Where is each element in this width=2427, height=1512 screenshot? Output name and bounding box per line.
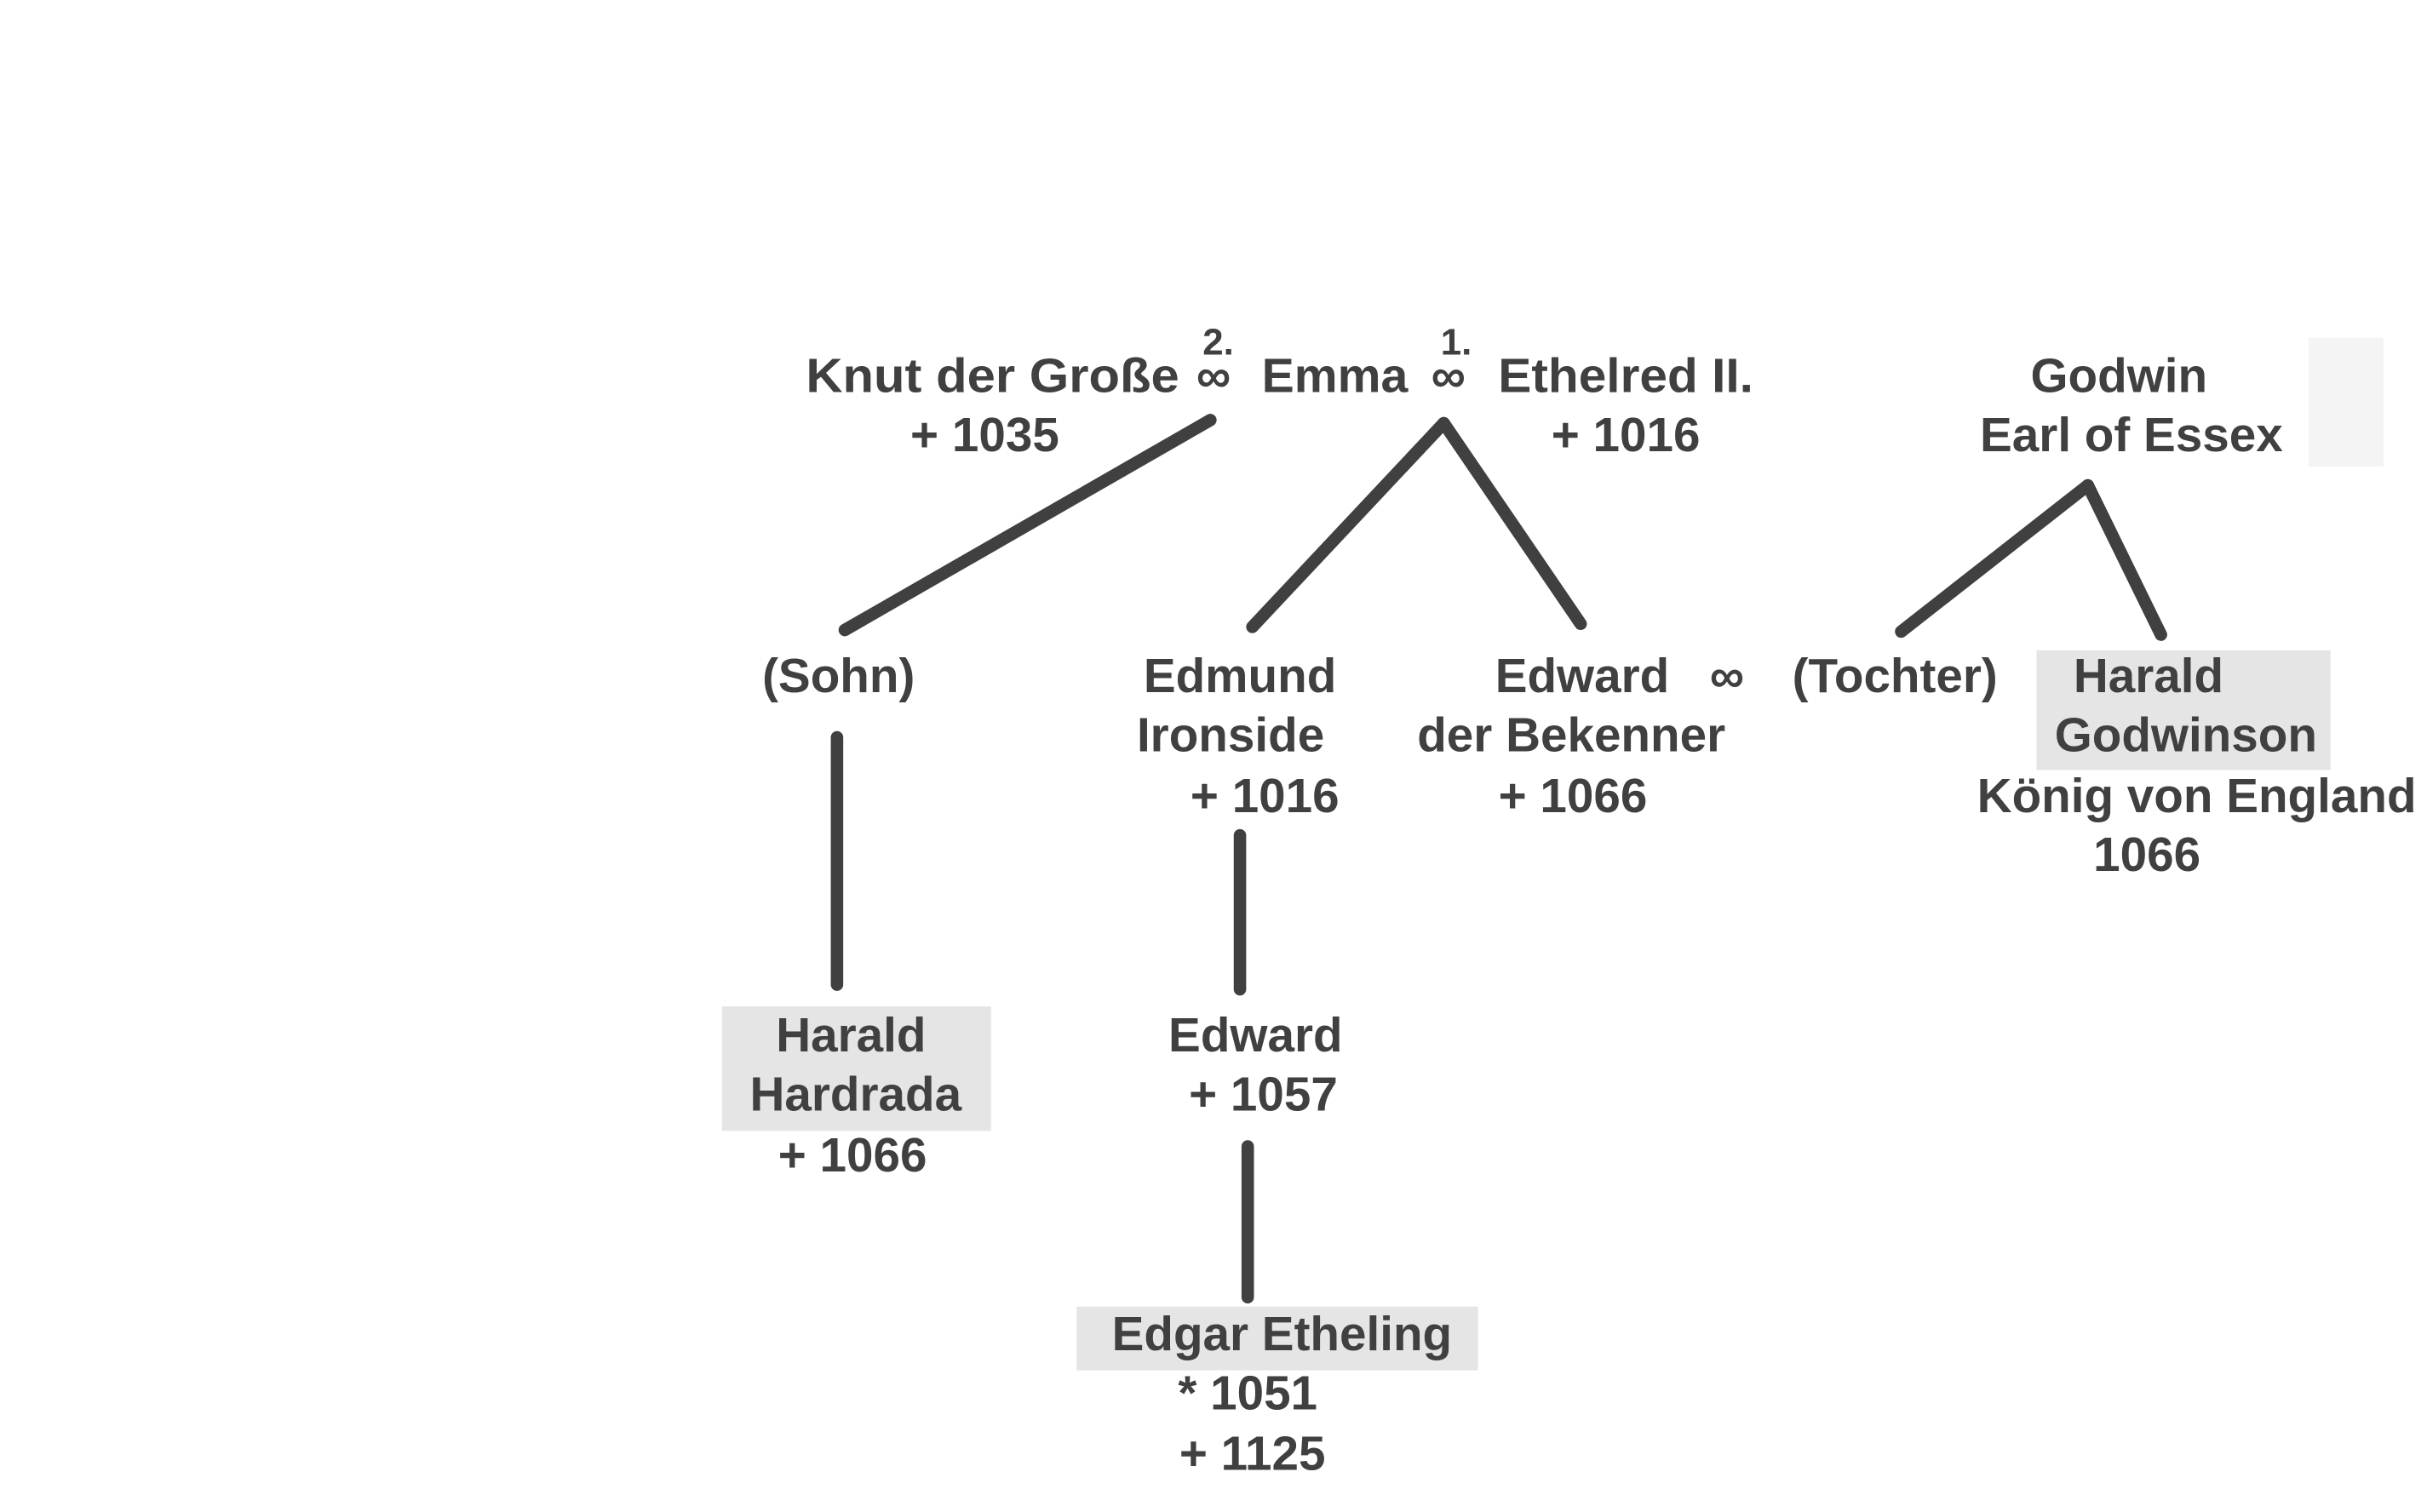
marriage-symbol-icon: ∞	[1710, 650, 1744, 703]
harald-godwinson-name-2: Godwinson	[2055, 709, 2317, 763]
line-godwin-to-harald	[2081, 478, 2167, 641]
highlight-edgar	[1076, 1306, 1478, 1371]
line-emma-to-edmund	[1246, 416, 1450, 633]
edgar-name: Edgar Etheling	[1112, 1308, 1453, 1361]
marriage-symbol-icon: ∞	[1432, 350, 1466, 404]
knut-name: Knut der Große	[806, 350, 1179, 404]
highlight-harald-hardrada	[721, 1006, 991, 1131]
line-knut-to-sohn	[838, 414, 1217, 637]
emma-name: Emma	[1262, 350, 1409, 404]
edmund-name-1: Edmund	[1144, 650, 1336, 703]
harald-godwinson-title: König von England	[1977, 770, 2417, 823]
edward-bekenner-death: + 1066	[1499, 770, 1648, 823]
sohn-name: (Sohn)	[762, 650, 915, 703]
harald-hardrada-name-2: Hardrada	[749, 1068, 961, 1122]
edgar-death: + 1125	[1179, 1428, 1326, 1481]
edward-bekenner-name-2: der Bekenner	[1417, 709, 1725, 763]
highlight-harald-godwinson	[2036, 650, 2331, 770]
harald-hardrada-name-1: Harald	[776, 1009, 926, 1062]
ethelred-name: Ethelred II.	[1498, 350, 1753, 404]
line-emma-to-edward	[1437, 416, 1587, 631]
knut-death: + 1035	[910, 409, 1059, 462]
ethelred-death: + 1016	[1552, 409, 1701, 462]
marriage-symbol-icon: ∞	[1196, 350, 1231, 404]
harald-godwinson-name-1: Harald	[2074, 650, 2223, 703]
godwin-title: Earl of Essex	[1980, 409, 2283, 462]
godwin-name: Godwin	[2030, 350, 2207, 404]
edward-death: + 1057	[1189, 1068, 1338, 1122]
marriage-1-label: 1.	[1441, 322, 1472, 364]
marriage-2-label: 2.	[1202, 322, 1234, 364]
line-godwin-to-tochter	[1895, 478, 2095, 639]
edmund-death: + 1016	[1191, 770, 1340, 823]
harald-godwinson-year: 1066	[2093, 828, 2200, 882]
light-box	[2309, 337, 2384, 467]
edward-bekenner-name-1: Edward	[1495, 650, 1670, 703]
edmund-name-2: Ironside	[1137, 709, 1324, 763]
tochter-name: (Tochter)	[1793, 650, 1998, 703]
edgar-birth: * 1051	[1178, 1366, 1317, 1420]
harald-hardrada-death: + 1066	[778, 1129, 927, 1183]
edward-name: Edward	[1168, 1009, 1343, 1062]
